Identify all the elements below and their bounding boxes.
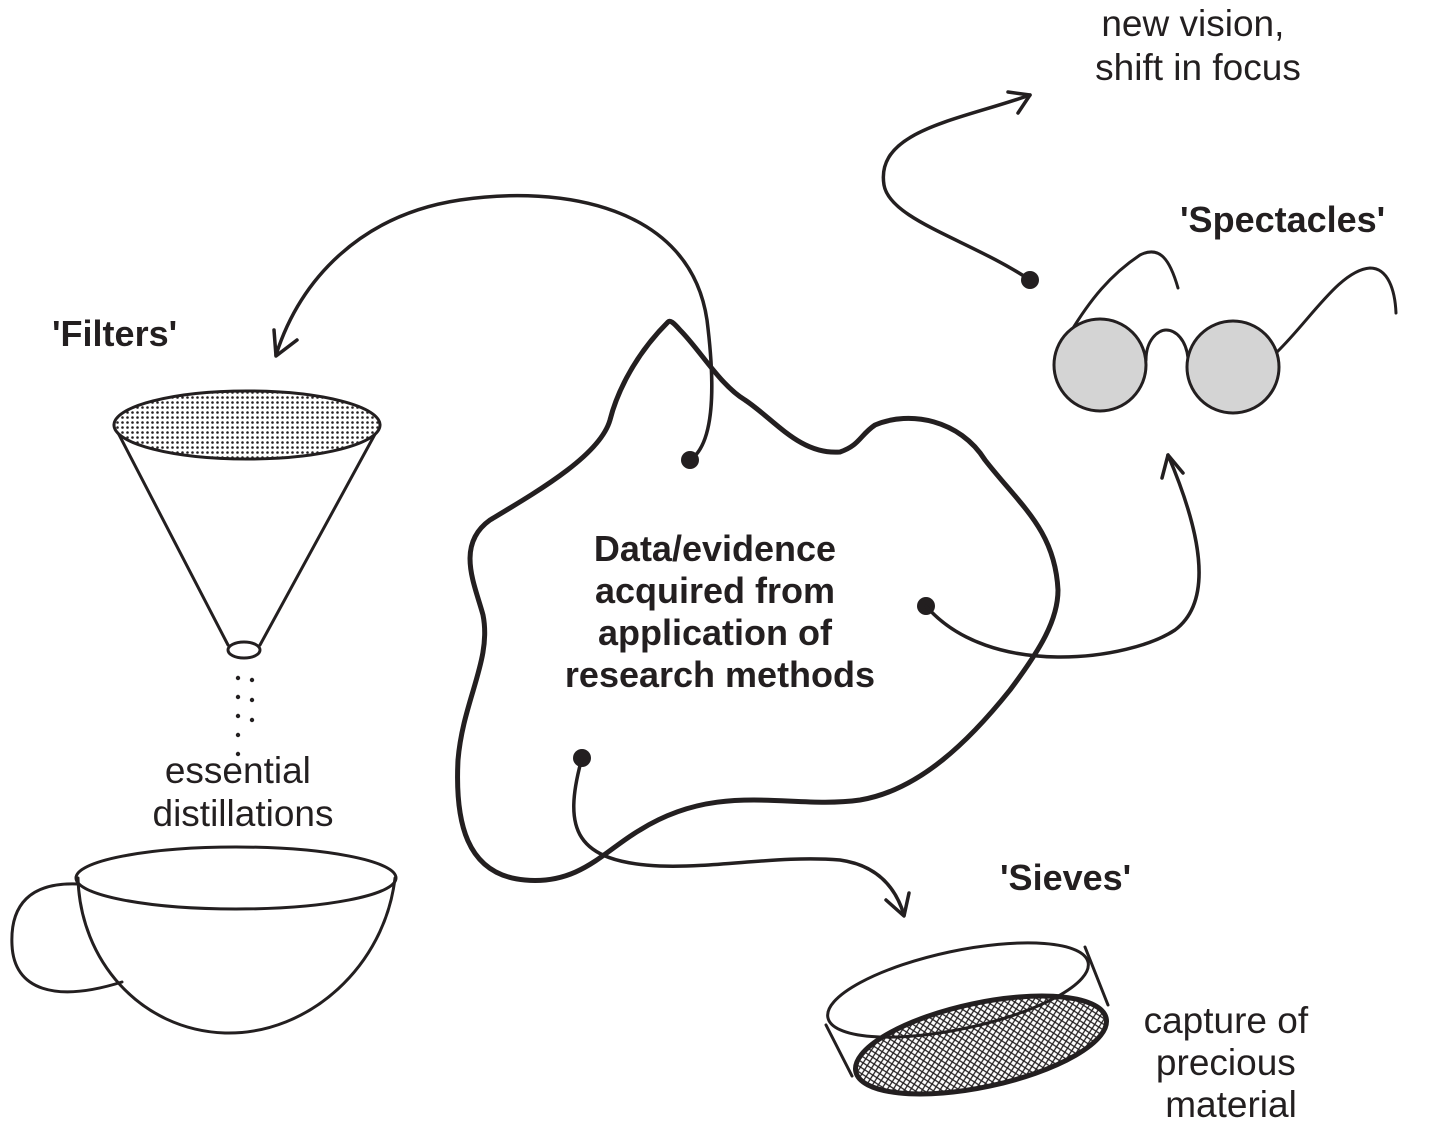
filter-funnel-icon <box>112 389 382 660</box>
spectacles-icon <box>1052 250 1398 415</box>
drip-dots <box>235 675 255 757</box>
filters-caption-line-1: essential <box>165 750 311 791</box>
spectacles-caption-line-2: shift in focus <box>1095 47 1301 88</box>
spectacles-title: 'Spectacles' <box>1180 199 1385 240</box>
filters-title: 'Filters' <box>52 313 177 354</box>
svg-text:capture of precious ma: capture of precious material <box>1144 1000 1319 1124</box>
svg-text:Data/evidence acquired fro: Data/evidence acquired from application … <box>565 528 875 695</box>
data-blob <box>455 318 1061 883</box>
tea-cup-icon <box>10 845 398 1035</box>
svg-text:new vision, shift in focus: new vision, shift in focus <box>1095 3 1301 88</box>
arrow-to-new-vision <box>881 90 1039 289</box>
sieves-caption-line-3: material <box>1165 1084 1297 1124</box>
sieves-caption-line-2: precious <box>1156 1042 1296 1083</box>
arrow-to-filters <box>272 193 714 469</box>
center-line-3: application of <box>598 612 833 653</box>
arrow-to-spectacles <box>917 453 1201 659</box>
center-line-4: research methods <box>565 654 875 695</box>
sieve-icon <box>824 941 1110 1097</box>
spectacles-caption-line-1: new vision, <box>1101 3 1284 44</box>
filters-caption-line-2: distillations <box>153 793 334 834</box>
sieves-caption-line-1: capture of <box>1144 1000 1309 1041</box>
svg-text:essential distillations: essential distillations <box>153 750 334 834</box>
center-line-2: acquired from <box>595 570 835 611</box>
arrow-to-sieves <box>572 749 911 918</box>
center-line-1: Data/evidence <box>594 528 836 569</box>
sieves-title: 'Sieves' <box>1000 857 1131 898</box>
